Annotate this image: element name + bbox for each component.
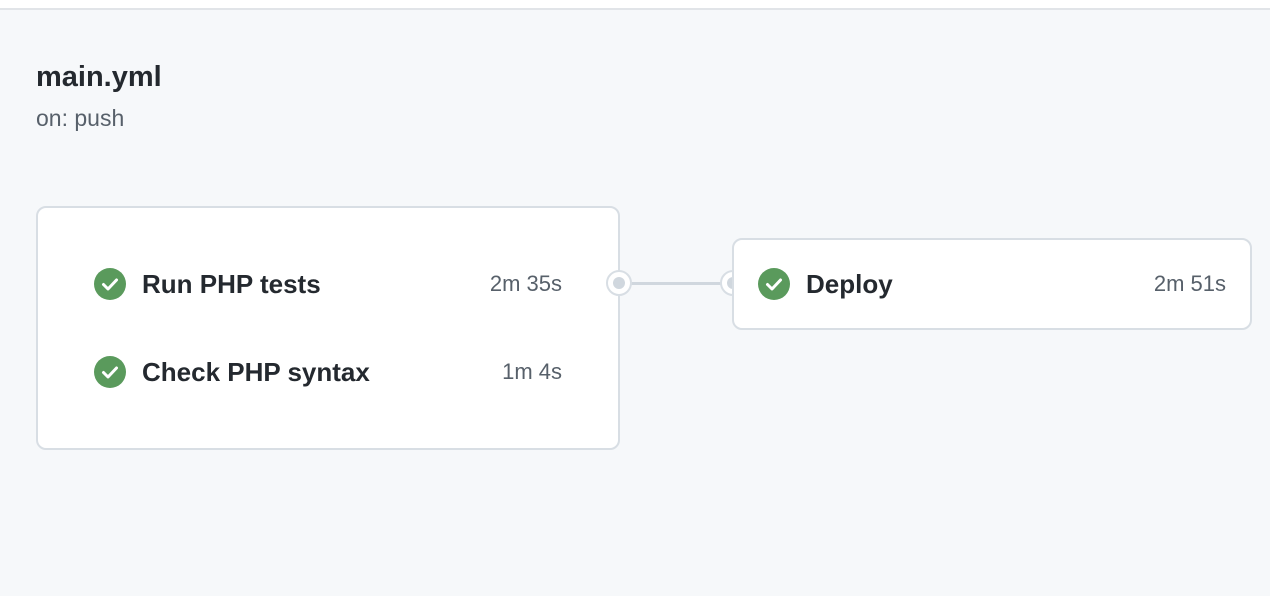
job-name: Check PHP syntax <box>142 356 370 387</box>
job-group-deploy: Deploy 2m 51s <box>732 238 1252 330</box>
workflow-trigger: on: push <box>36 105 125 131</box>
check-circle-icon <box>94 268 126 300</box>
job-name: Run PHP tests <box>142 268 321 299</box>
job-duration: 1m 4s <box>502 359 562 384</box>
job-deploy[interactable]: Deploy 2m 51s <box>758 264 1226 304</box>
connector-node-out <box>606 270 632 296</box>
check-circle-icon <box>758 268 790 300</box>
job-connector-line <box>620 282 732 285</box>
job-name: Deploy <box>806 268 893 299</box>
workflow-title: main.yml <box>36 61 162 93</box>
job-run-php-tests[interactable]: Run PHP tests 2m 35s <box>94 264 562 304</box>
job-check-php-syntax[interactable]: Check PHP syntax 1m 4s <box>94 352 562 392</box>
job-duration: 2m 35s <box>489 271 562 296</box>
job-group-tests: Run PHP tests 2m 35s Check PHP syntax 1m… <box>36 206 620 450</box>
job-duration: 2m 51s <box>1153 271 1226 296</box>
check-circle-icon <box>94 356 126 388</box>
